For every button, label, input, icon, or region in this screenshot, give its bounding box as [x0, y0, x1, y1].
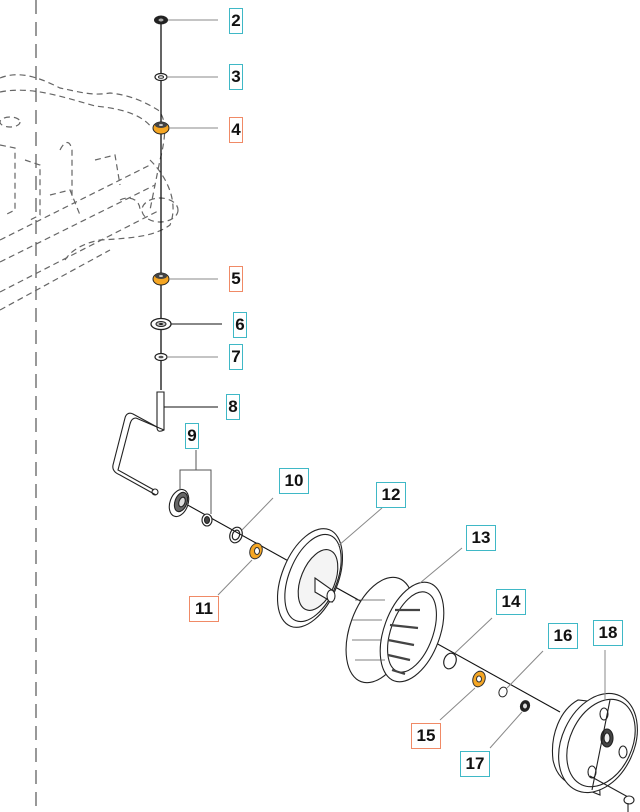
part-17-nut[interactable] — [518, 699, 532, 714]
callout-17[interactable]: 17 — [460, 751, 490, 777]
part-16-washer[interactable] — [498, 686, 509, 698]
callout-4[interactable]: 4 — [229, 117, 243, 143]
callout-5[interactable]: 5 — [229, 266, 243, 292]
callout-18[interactable]: 18 — [593, 620, 623, 646]
callout-8[interactable]: 8 — [226, 394, 240, 420]
part-8-axle-arm[interactable] — [112, 391, 165, 496]
callout-10[interactable]: 10 — [279, 468, 309, 494]
part-15-bearing[interactable] — [471, 669, 488, 688]
part-5-bearing[interactable] — [152, 272, 170, 286]
callout-12[interactable]: 12 — [376, 482, 406, 508]
chassis-reference-outline — [0, 74, 179, 311]
callout-9[interactable]: 9 — [185, 423, 199, 449]
part-14-retaining-ring[interactable] — [442, 651, 459, 670]
callout-2[interactable]: 2 — [229, 8, 243, 34]
part-13-tire[interactable] — [333, 568, 456, 692]
callout-15[interactable]: 15 — [411, 723, 441, 749]
leader-lines — [164, 19, 606, 749]
part-3-washer[interactable] — [154, 72, 168, 82]
part-2-nut[interactable] — [154, 15, 168, 25]
hub-cap-screw[interactable] — [589, 775, 635, 812]
part-7-washer[interactable] — [154, 352, 168, 362]
callout-13[interactable]: 13 — [466, 525, 496, 551]
part-12-wheel-rim[interactable] — [265, 519, 356, 636]
callout-14[interactable]: 14 — [496, 589, 526, 615]
part-18-hub-cap[interactable] — [543, 681, 640, 806]
callout-7[interactable]: 7 — [229, 344, 243, 370]
part-11-bearing[interactable] — [248, 541, 265, 560]
callout-11[interactable]: 11 — [189, 596, 219, 622]
part-4-bearing[interactable] — [152, 121, 170, 135]
part-10-spacer-ring[interactable] — [228, 525, 245, 544]
callout-6[interactable]: 6 — [233, 312, 247, 338]
callout-3[interactable]: 3 — [229, 64, 243, 90]
part-6-washer[interactable] — [150, 317, 172, 331]
part-9-hub-set[interactable] — [166, 487, 213, 527]
callout-16[interactable]: 16 — [548, 623, 578, 649]
